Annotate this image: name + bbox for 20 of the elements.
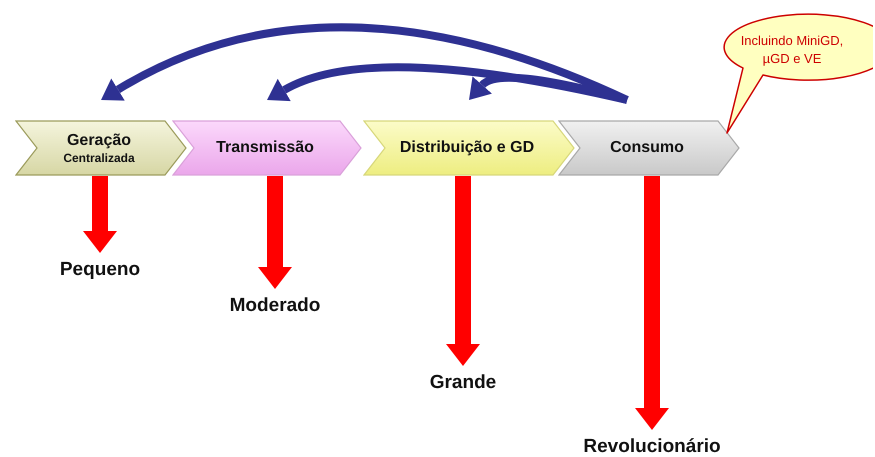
arrow — [266, 63, 628, 104]
stage-label: Geração — [66, 130, 132, 150]
stage-label: Consumo — [609, 138, 685, 158]
arrow — [83, 176, 117, 253]
impact-label: Revolucionário — [560, 434, 744, 457]
chevron-box — [15, 120, 187, 176]
stage-label: Centralizada — [62, 150, 136, 166]
chevron-box — [363, 120, 575, 176]
stage-label: Distribuição e GD — [398, 138, 536, 158]
arrow — [258, 176, 292, 289]
impact-label: Pequeno — [45, 257, 155, 283]
impact-label: Moderado — [212, 293, 338, 319]
impact-label: Grande — [408, 370, 518, 396]
stage-label: Transmissão — [215, 138, 315, 158]
callout-text: Incluindo MiniGD, µGD e VE — [740, 32, 844, 68]
chevron-box — [172, 120, 362, 176]
chevron-box — [558, 120, 740, 176]
arrow — [466, 74, 628, 104]
arrow — [635, 176, 669, 430]
arrow — [446, 176, 480, 366]
